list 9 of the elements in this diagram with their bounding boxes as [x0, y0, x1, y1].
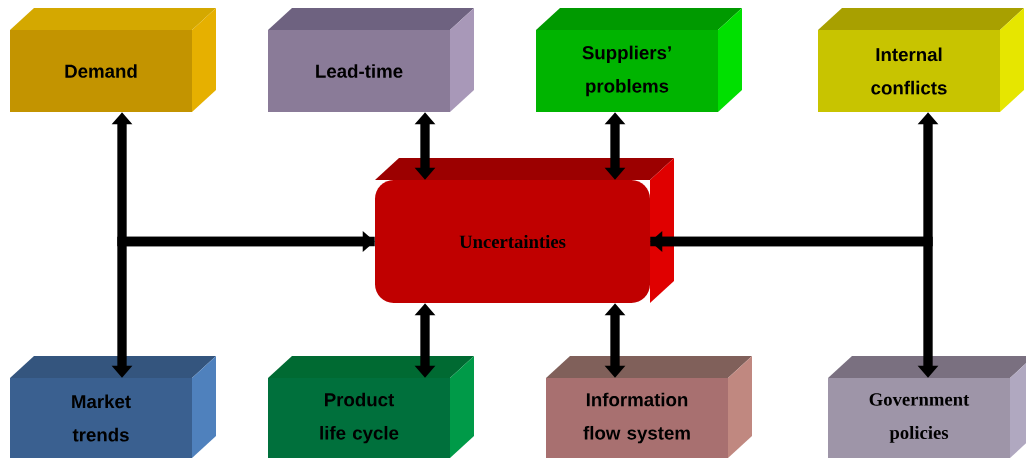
factor-box: Demand	[10, 8, 216, 112]
factor-box: Product life cycle	[268, 356, 474, 458]
factor-box: Government policies	[828, 356, 1026, 458]
factor-box: Internal conflicts	[818, 8, 1024, 112]
factor-box: Market trends	[10, 356, 216, 458]
factor-box: Suppliers’ problems	[536, 8, 742, 112]
factor-box: Information flow system	[546, 356, 752, 458]
central-box: Uncertainties	[375, 158, 674, 303]
factor-box: Lead-time	[268, 8, 474, 112]
